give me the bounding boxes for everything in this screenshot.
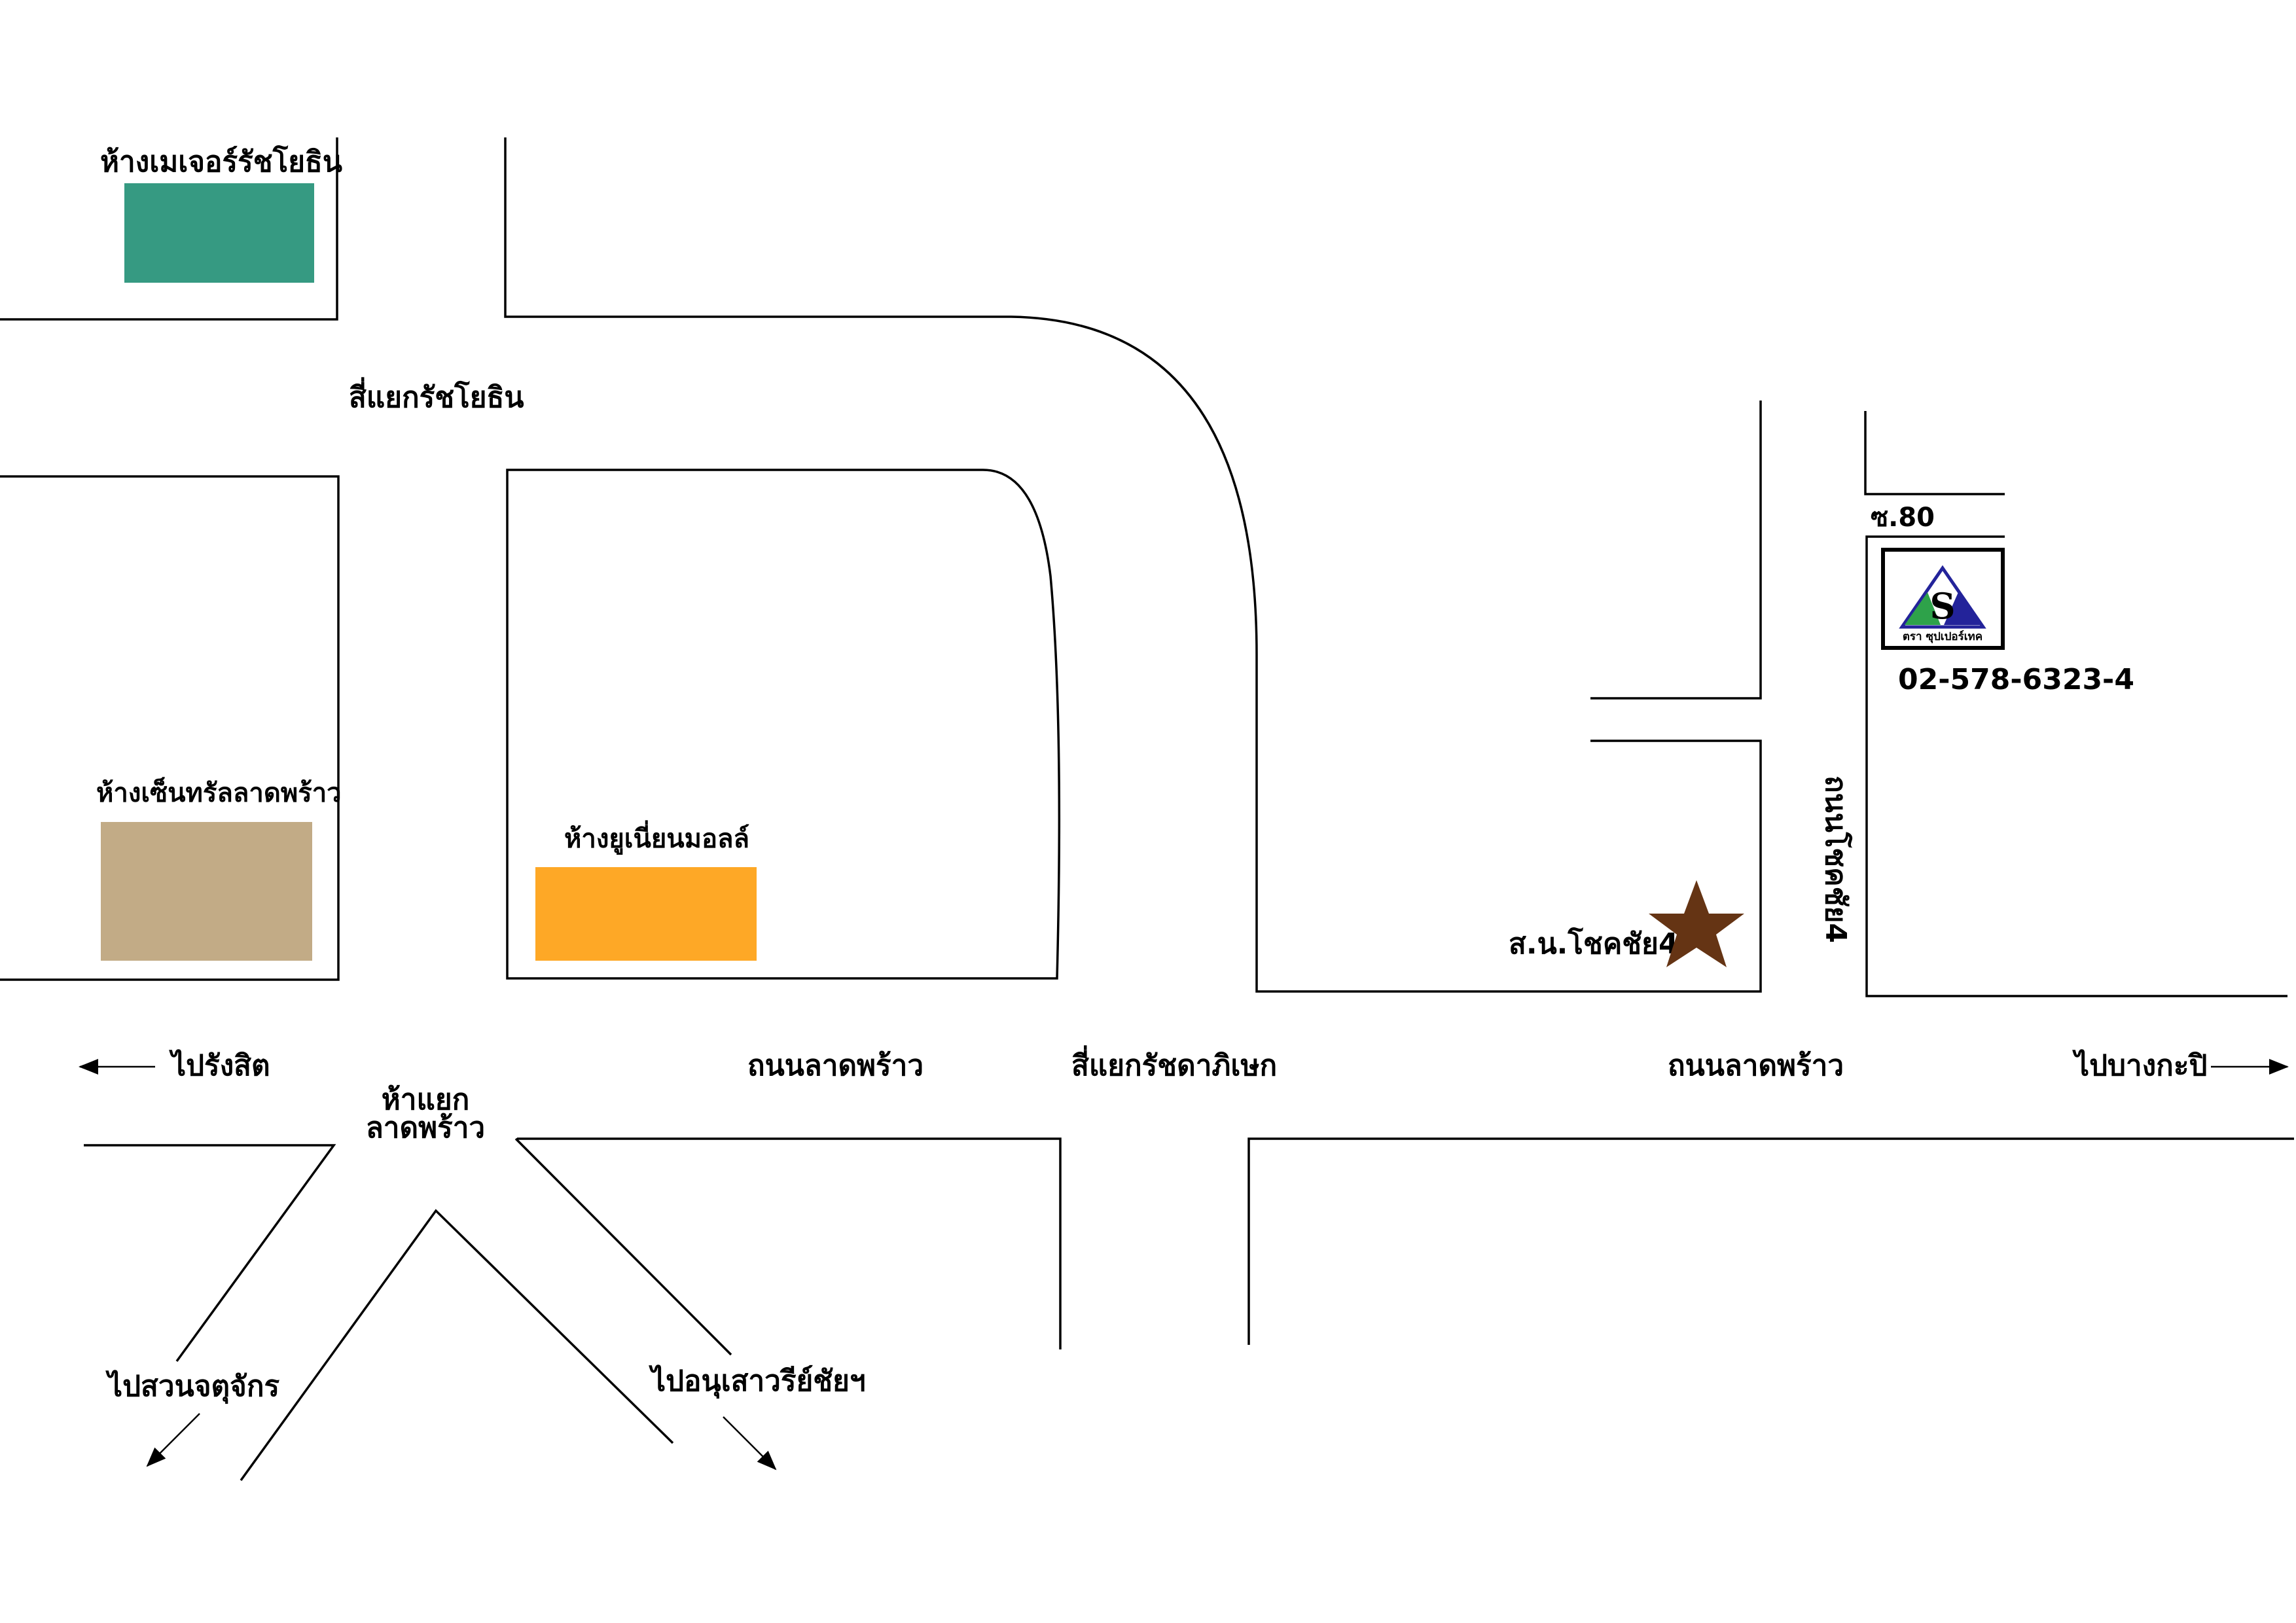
lat-phrao-road-label-west: ถนนลาดพร้าว [747,1049,924,1082]
logo-blue-wedge [1944,592,1981,625]
company-phone: 02-578-6323-4 [1898,663,2134,696]
arrow-icon [723,1416,777,1471]
bottom-diagonal-road [514,1137,732,1356]
road-outlines [0,137,2294,1482]
ha-yaek-label-line1: ห้าแยก [382,1083,470,1116]
star-icon [1649,880,1744,967]
soi-80-label: ซ.80 [1871,503,1935,533]
direction-suan-chatuchak-label: ไปสวนจตุจักร [105,1369,279,1404]
logo-caption: ตรา ซุปเปอร์เทค [1903,630,1982,643]
block-top-left [0,137,338,321]
company-logo: S ตรา ซุปเปอร์เทค [1881,548,2005,650]
logo-frame [1881,548,2005,650]
union-mall-label: ห้างยูเนี่ยนมอลล์ [564,820,749,855]
central-mall-building [101,822,312,961]
block-central-left [0,475,340,981]
bottom-right-road [1247,1137,2294,1345]
lat-phrao-road-label-east: ถนนลาดพร้าว [1668,1049,1844,1082]
major-mall-building [124,183,314,283]
direction-rangsit-label: ไปรังสิต [169,1048,270,1082]
chok-chai-road-left-top [1590,401,1762,700]
central-mall-label: ห้างเซ็นทรัลลาดพร้าว [96,776,342,808]
logo-letter: S [1930,585,1956,627]
block-right [1865,535,2287,997]
ha-yaek-label-line2: ลาดพร้าว [366,1111,485,1145]
bottom-mid-right-road [517,1137,1062,1349]
bottom-left-road [84,1144,336,1363]
major-mall-label: ห้างเมเจอร์รัชโยธิน [100,144,342,179]
destination-label: ส.น.โชคชัย4 [1509,926,1679,961]
soi-80-top [1864,411,2005,495]
chok-chai-4-road-label: ถนนโชคชัย4 [1819,776,1854,943]
ratchadaphisek-intersection-label: สี่แยกรัชดาภิเษก [1071,1045,1277,1082]
logo-green-wedge [1905,592,1941,625]
bottom-mid-left-road [240,1209,674,1482]
direction-victory-monument-label: ไปอนุเสาวรีย์ชัยฯ [649,1364,866,1399]
arrow-icon [146,1413,200,1467]
block-union [506,469,1061,980]
ratchayothin-intersection-label: สี่แยกรัชโยธิน [349,377,524,414]
union-mall-building [535,867,757,961]
direction-bang-kapi-label: ไปบางกะปิ [2072,1048,2207,1082]
block-top-center [504,137,1762,993]
